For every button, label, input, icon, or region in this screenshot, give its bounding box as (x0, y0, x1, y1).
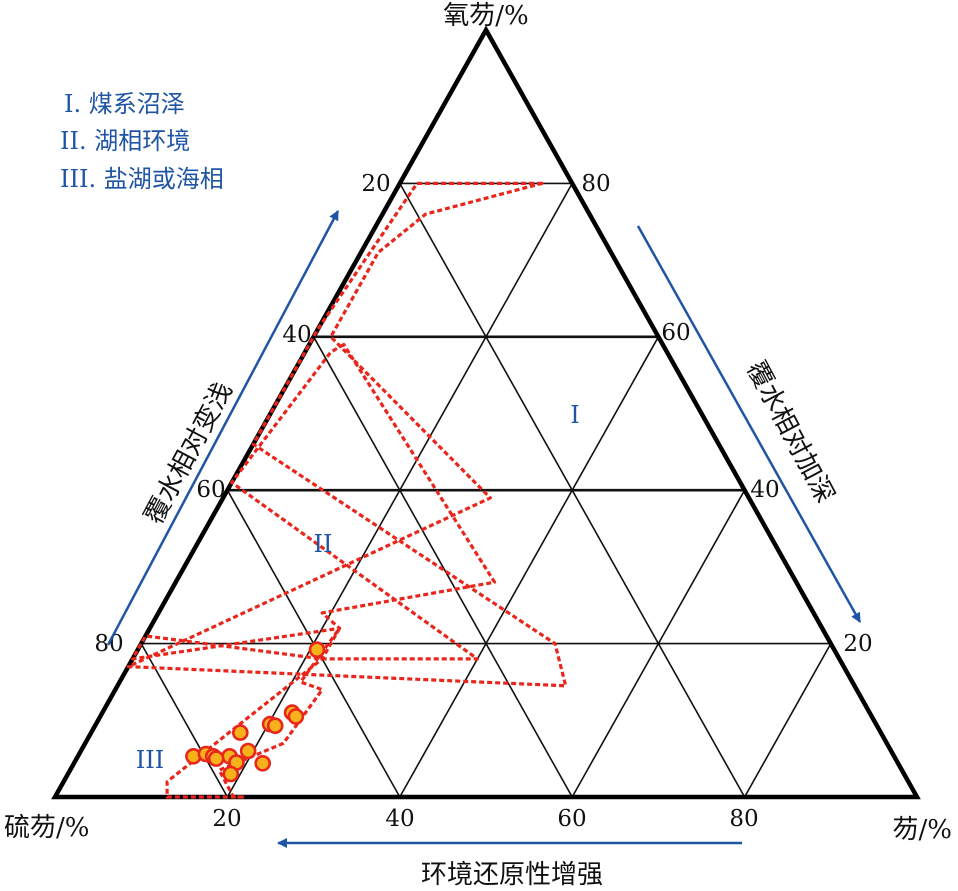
trend-label-left: 覆水相对变浅 (139, 377, 239, 529)
tick-right-20: 20 (843, 631, 872, 657)
tick-bottom-20: 20 (212, 806, 241, 832)
grid-line-fluorene-60 (571, 489, 746, 798)
legend-line-2: II. 湖相环境 (60, 127, 190, 155)
region-boundary-II (131, 342, 497, 661)
grid-line-fluorene-40 (399, 336, 660, 798)
tick-bottom-40: 40 (385, 806, 414, 832)
grid-line-fluorene-80 (743, 643, 832, 798)
data-point-5 (239, 742, 257, 760)
trend-arrow-right (636, 225, 862, 623)
tick-bottom-60: 60 (557, 806, 586, 832)
trend-arrow-left (106, 210, 340, 646)
region-label-III: III (136, 746, 164, 774)
data-point-3 (287, 708, 305, 725)
tick-right-80: 80 (581, 171, 610, 197)
data-point-14 (254, 754, 272, 772)
triangle-outline (51, 25, 921, 800)
region-label-I: I (570, 401, 579, 429)
data-point-4 (266, 717, 284, 735)
trend-label-bottom: 环境还原性增强 (421, 860, 603, 890)
vertex-label-bottom-left: 硫芴/% (4, 813, 89, 843)
data-point-15 (308, 641, 326, 659)
tick-left-20: 20 (361, 171, 390, 197)
data-point-11 (207, 750, 225, 767)
data-point-6 (232, 724, 249, 741)
region-label-II: II (314, 530, 333, 558)
region-boundary-III (165, 626, 342, 799)
tick-bottom-80: 80 (729, 806, 758, 832)
vertex-label-bottom-right: 芴/% (893, 815, 952, 845)
tick-left-40: 40 (282, 322, 311, 348)
data-point-13 (222, 765, 240, 783)
region-boundary-I (126, 181, 568, 688)
tick-left-60: 60 (196, 477, 225, 503)
regions-layer (126, 181, 568, 799)
grid-line-thio-40 (312, 336, 573, 798)
grid-layer (140, 182, 832, 798)
points-layer (185, 641, 326, 783)
tick-right-40: 40 (750, 477, 779, 503)
vertex-label-top: 氧芴/% (443, 1, 528, 31)
legend-line-3: III. 盐湖或海相 (60, 165, 224, 193)
triangle-frame (51, 25, 921, 800)
tick-right-60: 60 (661, 320, 690, 346)
legend-line-1: I. 煤系沼泽 (64, 90, 185, 118)
